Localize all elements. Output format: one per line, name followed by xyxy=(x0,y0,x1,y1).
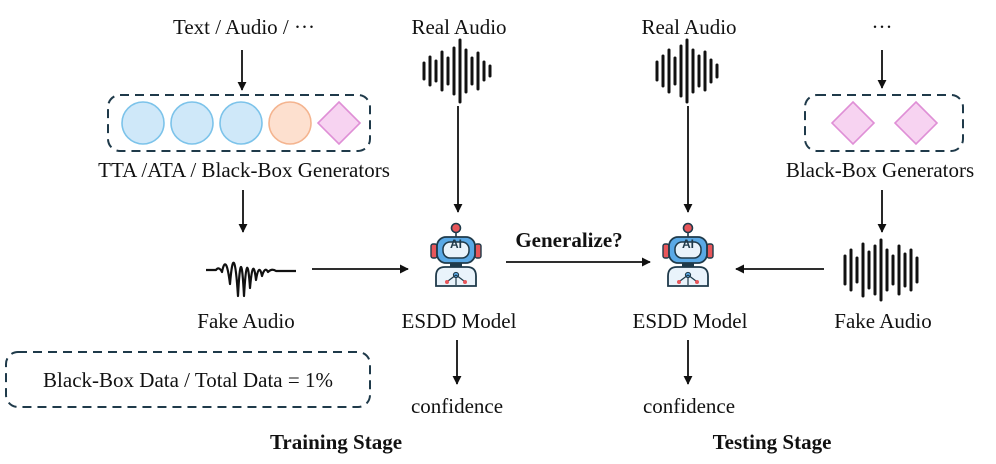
training-model-badge: AI xyxy=(450,237,462,251)
testing-model-label: ESDD Model xyxy=(632,309,748,333)
testing-confidence-label: confidence xyxy=(642,394,736,418)
training-real-audio-label: Real Audio xyxy=(411,15,507,39)
fake-audio-waveform-icon xyxy=(843,238,919,302)
generalize-label: Generalize? xyxy=(515,228,623,252)
ata-generator-circle xyxy=(268,101,312,145)
training-generators-label: TTA /ATA / Black-Box Generators xyxy=(98,158,390,182)
testing-generators-label: Black-Box Generators xyxy=(785,158,975,182)
testing-model-badge: AI xyxy=(682,237,694,251)
tta-generator-circle xyxy=(170,101,214,145)
testing-input-label: ··· xyxy=(871,15,893,39)
esdd-model-robot-icon xyxy=(662,222,714,287)
tta-generator-circle xyxy=(121,101,165,145)
real-audio-waveform-icon xyxy=(655,38,719,104)
esdd-model-robot-icon xyxy=(430,222,482,287)
training-fake-audio-label: Fake Audio xyxy=(197,309,295,333)
fake-audio-waveform-icon xyxy=(206,261,296,298)
black-box-generator-diamond xyxy=(316,100,362,146)
training-generators-box xyxy=(107,94,371,152)
training-confidence-label: confidence xyxy=(410,394,504,418)
training-input-label: Text / Audio / ··· xyxy=(172,15,316,39)
testing-generators-box xyxy=(804,94,964,152)
testing-stage-title: Testing Stage xyxy=(712,430,832,454)
black-box-generator-diamond xyxy=(893,100,939,146)
training-stage-title: Training Stage xyxy=(269,430,403,454)
ratio-label: Black-Box Data / Total Data = 1% xyxy=(43,368,333,392)
black-box-generator-diamond xyxy=(830,100,876,146)
training-model-label: ESDD Model xyxy=(401,309,517,333)
testing-fake-audio-label: Fake Audio xyxy=(834,309,932,333)
testing-real-audio-label: Real Audio xyxy=(641,15,737,39)
ratio-box xyxy=(5,351,371,408)
real-audio-waveform-icon xyxy=(422,38,492,104)
ata-generator-circle xyxy=(219,101,263,145)
